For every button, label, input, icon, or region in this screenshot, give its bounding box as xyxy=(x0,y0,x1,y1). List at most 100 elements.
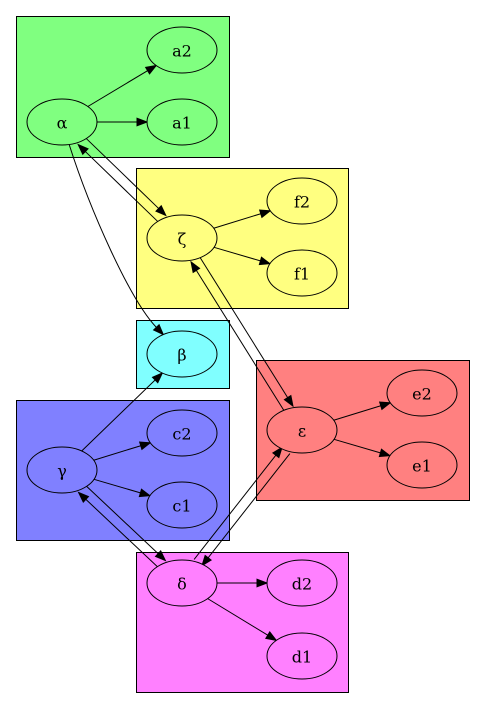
node-layer: α a2 a1 ζ f2 f1 β ε e2 e1 γ c2 c1 δ d2 d1 xyxy=(26,26,458,680)
edge-zeta-to-epsilon xyxy=(199,256,294,408)
edge-line xyxy=(87,70,148,107)
edge-line xyxy=(85,484,159,555)
edge-line xyxy=(93,478,141,494)
edge-delta-to-epsilon xyxy=(193,446,283,560)
edge-gamma-to-beta xyxy=(81,372,164,452)
arrowhead-icon xyxy=(271,446,283,459)
node-e1[interactable]: e1 xyxy=(386,441,458,489)
node-label: γ xyxy=(57,462,67,481)
edge-line xyxy=(85,498,159,569)
edge-alpha-to-zeta xyxy=(84,137,167,217)
edge-delta-to-d1 xyxy=(207,598,278,642)
edge-gamma-to-delta xyxy=(85,484,167,562)
edge-zeta-to-f2 xyxy=(213,209,272,229)
arrowhead-icon xyxy=(256,578,269,588)
edge-line xyxy=(85,151,160,223)
node-shape xyxy=(266,632,338,680)
edge-delta-to-gamma xyxy=(77,491,159,569)
node-d1[interactable]: d1 xyxy=(266,632,338,680)
edge-line xyxy=(199,256,289,398)
edge-zeta-to-f1 xyxy=(213,246,272,266)
edge-layer xyxy=(68,64,392,642)
node-shape xyxy=(146,98,218,146)
node-label: f2 xyxy=(294,193,310,212)
node-f1[interactable]: f1 xyxy=(266,249,338,297)
node-shape xyxy=(146,26,218,74)
arrowhead-icon xyxy=(136,117,149,127)
arrowhead-icon xyxy=(283,394,294,408)
node-shape xyxy=(146,330,218,378)
node-a2[interactable]: a2 xyxy=(146,26,218,74)
edge-alpha-to-beta xyxy=(68,144,165,336)
arrowhead-icon xyxy=(258,256,272,266)
arrowhead-icon xyxy=(378,448,392,458)
node-label: d2 xyxy=(292,575,312,594)
edge-line xyxy=(207,453,291,559)
edge-gamma-to-c1 xyxy=(93,478,152,498)
arrowhead-icon xyxy=(138,441,152,451)
node-alpha[interactable]: α xyxy=(26,98,98,146)
node-shape xyxy=(146,559,218,607)
node-f2[interactable]: f2 xyxy=(266,177,338,225)
edge-epsilon-to-zeta xyxy=(190,260,285,412)
edge-epsilon-to-e1 xyxy=(333,438,392,458)
edge-line xyxy=(213,246,261,262)
node-shape xyxy=(146,409,218,457)
arrowhead-icon xyxy=(155,204,167,217)
node-label: δ xyxy=(177,575,187,594)
node-shape xyxy=(26,98,98,146)
edge-alpha-to-a2 xyxy=(87,64,158,107)
arrowhead-icon xyxy=(77,143,89,156)
node-label: e2 xyxy=(412,385,432,404)
node-epsilon[interactable]: ε xyxy=(266,406,338,454)
arrowhead-icon xyxy=(378,401,392,411)
edge-line xyxy=(193,454,277,560)
node-label: c2 xyxy=(172,425,191,444)
arrowhead-icon xyxy=(77,491,90,503)
node-gamma[interactable]: γ xyxy=(26,446,98,494)
arrowhead-icon xyxy=(154,550,167,562)
arrowhead-icon xyxy=(258,209,272,219)
node-d2[interactable]: d2 xyxy=(266,559,338,607)
node-label: α xyxy=(57,114,68,133)
node-c2[interactable]: c2 xyxy=(146,409,218,457)
arrowhead-icon xyxy=(152,323,165,336)
node-label: ε xyxy=(298,422,306,441)
arrowhead-icon xyxy=(201,554,213,567)
node-beta[interactable]: β xyxy=(146,330,218,378)
node-label: a1 xyxy=(172,114,192,133)
node-e2[interactable]: e2 xyxy=(386,369,458,417)
edge-line xyxy=(207,598,269,636)
node-shape xyxy=(266,559,338,607)
node-a1[interactable]: a1 xyxy=(146,98,218,146)
node-label: β xyxy=(177,346,186,365)
node-shape xyxy=(266,406,338,454)
node-shape xyxy=(266,177,338,225)
node-shape xyxy=(386,369,458,417)
node-shape xyxy=(26,446,98,494)
edge-line xyxy=(333,405,381,421)
arrowhead-icon xyxy=(138,488,152,498)
edge-epsilon-to-delta xyxy=(201,453,291,567)
arrowhead-icon xyxy=(151,372,164,384)
node-label: c1 xyxy=(172,497,191,516)
edge-line xyxy=(81,379,156,452)
node-label: a2 xyxy=(172,42,192,61)
node-zeta[interactable]: ζ xyxy=(146,214,218,262)
node-label: e1 xyxy=(412,457,432,476)
edge-line xyxy=(84,137,159,209)
edge-alpha-to-a1 xyxy=(97,117,149,127)
edge-line xyxy=(333,438,381,454)
arrowhead-icon xyxy=(190,260,201,274)
arrowhead-icon xyxy=(144,64,158,75)
edge-zeta-to-alpha xyxy=(77,143,160,223)
node-label: ζ xyxy=(178,230,187,249)
arrowhead-icon xyxy=(264,631,278,642)
node-c1[interactable]: c1 xyxy=(146,481,218,529)
edge-epsilon-to-e2 xyxy=(333,401,392,421)
edge-line xyxy=(213,213,261,229)
edge-gamma-to-c2 xyxy=(93,441,152,461)
edge-line xyxy=(68,144,157,328)
node-delta[interactable]: δ xyxy=(146,559,218,607)
